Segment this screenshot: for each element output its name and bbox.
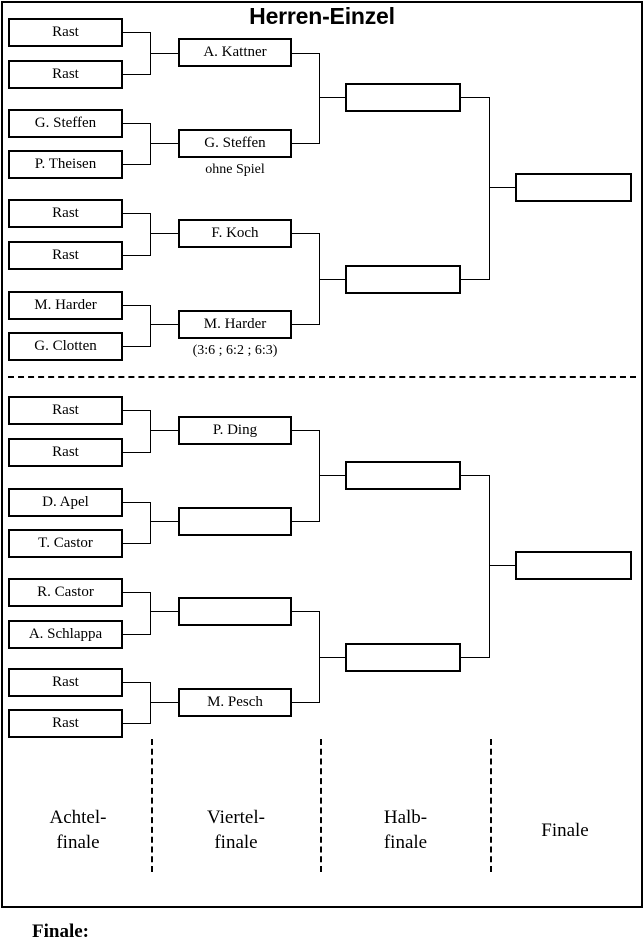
match-box-r16-12[interactable]: T. Castor [8,529,123,558]
connector-bracket-sf-1 [319,53,320,144]
match-box-r16-16[interactable]: Rast [8,709,123,738]
connector-bracket-final-2 [489,475,490,658]
round-caption-finale: Finale [541,820,589,841]
match-box-qf-1[interactable]: A. Kattner [178,38,292,67]
connector-qf-in-5 [150,430,178,431]
connector-sf-out-4 [461,657,489,658]
match-box-qf-4[interactable]: M. Harder [178,310,292,339]
connector-r16-14 [123,634,150,635]
connector-r16-3 [123,123,150,124]
match-box-sf-2[interactable] [345,265,461,294]
connector-bracket-4 [150,305,151,347]
match-box-r16-14[interactable]: A. Schlappa [8,620,123,649]
footer-finale-label: Finale: [32,921,89,942]
match-box-r16-15[interactable]: Rast [8,668,123,697]
connector-qf-in-1 [150,53,178,54]
match-box-sf-1[interactable] [345,83,461,112]
match-box-qf-2[interactable]: G. Steffen [178,129,292,158]
connector-bracket-6 [150,502,151,544]
connector-r16-8 [123,346,150,347]
connector-qf-out-1 [292,53,319,54]
match-box-r16-7[interactable]: M. Harder [8,291,123,320]
round-caption-halbfinale: Halb- finale [383,807,428,853]
connector-qf-in-7 [150,611,178,612]
match-box-qf-5[interactable]: P. Ding [178,416,292,445]
connector-qf-out-5 [292,430,319,431]
match-box-r16-11[interactable]: D. Apel [8,488,123,517]
connector-bracket-5 [150,410,151,453]
connector-qf-out-4 [292,324,319,325]
match-box-final-2[interactable] [515,551,632,580]
round-separator-2 [320,739,322,872]
connector-qf-out-8 [292,702,319,703]
match-box-r16-3[interactable]: G. Steffen [8,109,123,138]
connector-bracket-7 [150,592,151,635]
connector-r16-13 [123,592,150,593]
connector-r16-10 [123,452,150,453]
connector-r16-9 [123,410,150,411]
connector-r16-4 [123,164,150,165]
connector-qf-in-4 [150,324,178,325]
connector-qf-out-2 [292,143,319,144]
match-box-r16-6[interactable]: Rast [8,241,123,270]
connector-sf-in-2 [319,279,345,280]
match-box-r16-4[interactable]: P. Theisen [8,150,123,179]
match-note-qf-4: (3:6 ; 6:2 ; 6:3) [192,343,278,358]
connector-qf-in-8 [150,702,178,703]
match-box-r16-2[interactable]: Rast [8,60,123,89]
half-divider [8,376,636,378]
connector-qf-out-3 [292,233,319,234]
connector-bracket-final-1 [489,97,490,280]
connector-bracket-8 [150,682,151,724]
match-box-sf-3[interactable] [345,461,461,490]
connector-final-in-1 [489,187,515,188]
match-box-qf-7[interactable] [178,597,292,626]
round-separator-3 [490,739,492,872]
connector-r16-15 [123,682,150,683]
connector-qf-out-7 [292,611,319,612]
connector-qf-in-3 [150,233,178,234]
connector-r16-11 [123,502,150,503]
match-box-r16-8[interactable]: G. Clotten [8,332,123,361]
match-box-qf-6[interactable] [178,507,292,536]
connector-r16-6 [123,255,150,256]
connector-r16-16 [123,723,150,724]
match-box-qf-8[interactable]: M. Pesch [178,688,292,717]
match-box-r16-13[interactable]: R. Castor [8,578,123,607]
round-separator-1 [151,739,153,872]
connector-final-in-2 [489,565,515,566]
connector-bracket-2 [150,123,151,165]
match-box-r16-1[interactable]: Rast [8,18,123,47]
match-box-r16-9[interactable]: Rast [8,396,123,425]
round-caption-viertelfinale: Viertel- finale [207,807,265,853]
connector-sf-in-4 [319,657,345,658]
connector-bracket-sf-3 [319,430,320,522]
connector-r16-12 [123,543,150,544]
match-note-qf-2: ohne Spiel [205,162,265,177]
connector-qf-in-2 [150,143,178,144]
connector-bracket-3 [150,213,151,256]
connector-sf-out-2 [461,279,489,280]
page-title: Herren-Einzel [249,3,395,29]
connector-r16-2 [123,74,150,75]
connector-r16-7 [123,305,150,306]
match-box-sf-4[interactable] [345,643,461,672]
connector-qf-in-6 [150,521,178,522]
round-caption-achtelfinale: Achtel- finale [49,807,107,853]
connector-sf-in-3 [319,475,345,476]
match-box-r16-10[interactable]: Rast [8,438,123,467]
connector-sf-out-3 [461,475,489,476]
connector-r16-5 [123,213,150,214]
connector-sf-out-1 [461,97,489,98]
connector-qf-out-6 [292,521,319,522]
match-box-qf-3[interactable]: F. Koch [178,219,292,248]
match-box-r16-5[interactable]: Rast [8,199,123,228]
connector-sf-in-1 [319,97,345,98]
match-box-final-1[interactable] [515,173,632,202]
connector-r16-1 [123,32,150,33]
